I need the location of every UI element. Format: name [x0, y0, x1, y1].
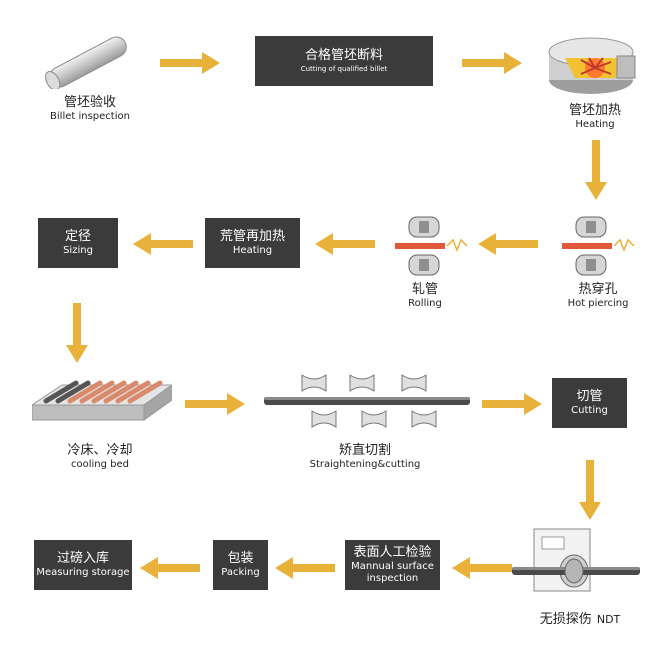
arrow-left-icon [315, 233, 375, 255]
cooling-bed-illustration [32, 375, 172, 430]
straightening-illustration [262, 373, 472, 438]
arrow-left-icon [133, 233, 193, 255]
ndt-illustration [512, 525, 642, 600]
step-box-cutting-billet: 合格管坯断料 Cutting of qualified billet [255, 36, 433, 86]
billet-illustration [38, 34, 138, 89]
step-box-manual-inspection: 表面人工检验 Mannual surface inspection [345, 540, 440, 590]
arrow-left-icon [140, 557, 200, 579]
step-box-heating-2: 荒管再加热 Heating [205, 218, 300, 268]
label-straightening: 矫直切割 Straightening&cutting [309, 443, 421, 470]
label-hot-piercing: 热穿孔 Hot piercing [567, 282, 629, 309]
arrow-down-icon [66, 303, 88, 363]
arrow-left-icon [452, 557, 512, 579]
piercing-rollers-illustration [562, 215, 642, 280]
arrow-right-icon [185, 393, 245, 415]
arrow-down-icon [585, 140, 607, 200]
arrow-right-icon [462, 52, 522, 74]
furnace-illustration [545, 30, 640, 100]
label-billet-inspection: 管坯验收 Billet inspection [50, 95, 130, 122]
arrow-right-icon [160, 52, 220, 74]
arrow-down-icon [579, 460, 601, 520]
rolling-rollers-illustration [395, 215, 475, 280]
arrow-right-icon [482, 393, 542, 415]
step-box-sizing: 定径 Sizing [38, 218, 118, 268]
label-heating-1: 管坯加热 Heating [568, 103, 621, 130]
step-box-packing: 包装 Packing [213, 540, 268, 590]
label-cooling-bed: 冷床、冷却 cooling bed [67, 443, 133, 470]
label-rolling: 轧管 Rolling [408, 282, 442, 309]
label-ndt: 无损探伤 NDT [539, 612, 621, 627]
step-box-measuring-storage: 过磅入库 Measuring storage [34, 540, 132, 590]
arrow-left-icon [478, 233, 538, 255]
arrow-left-icon [275, 557, 335, 579]
step-box-cutting-pipe: 切管 Cutting [552, 378, 627, 428]
